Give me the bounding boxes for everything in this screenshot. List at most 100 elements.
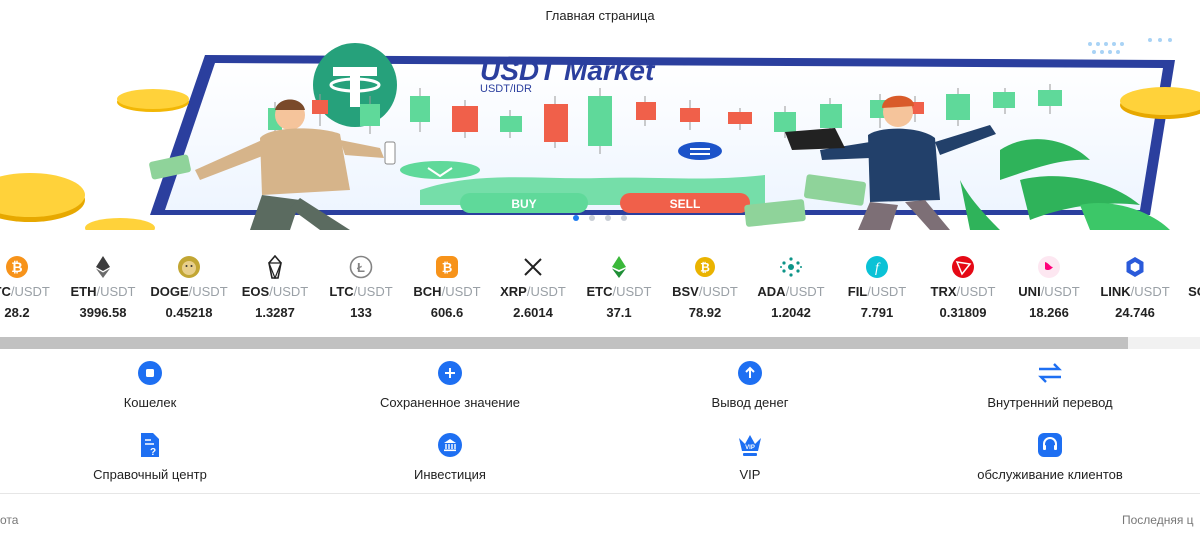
- ticker-price: 0.31809: [939, 305, 987, 320]
- ticker-quote: /USDT: [10, 284, 50, 299]
- ticker-pair: BCH/USDT: [413, 284, 480, 299]
- ticker-base: ADA: [757, 284, 786, 299]
- ticker-base: XRP: [500, 284, 527, 299]
- ticker-scrollbar[interactable]: [0, 337, 1200, 349]
- footer-left-label[interactable]: ота: [0, 513, 19, 527]
- promo-banner[interactable]: USDT Market USDT/IDR BUY: [0, 30, 1200, 230]
- ticker-price: 1.3287: [255, 305, 295, 320]
- quick-action-wallet[interactable]: Кошелек: [0, 360, 300, 432]
- ticker-base: SOL: [1188, 284, 1200, 299]
- scrollbar-thumb[interactable]: [0, 337, 1128, 349]
- svg-text:VIP: VIP: [745, 445, 755, 451]
- ticker-quote: /USDT: [441, 284, 481, 299]
- quick-actions-row: Кошелек Сохраненное значение Вывод денег Вн…: [0, 360, 1200, 432]
- ticker-quote: /USDT: [612, 284, 652, 299]
- ticker-price: 18.266: [1029, 305, 1069, 320]
- withdraw-arrow-icon: [738, 361, 762, 385]
- ticker-price: 1.2042: [771, 305, 811, 320]
- ticker-pair: BTC/USDT: [0, 284, 50, 299]
- banner-buy-label: BUY: [511, 197, 536, 211]
- carousel-dot[interactable]: [573, 215, 579, 221]
- ticker-quote: /USDT: [1040, 284, 1080, 299]
- ethereum-icon: [96, 256, 110, 278]
- litecoin-icon: Ł: [349, 255, 373, 279]
- svg-text:₿: ₿: [442, 260, 453, 275]
- svg-text:₿: ₿: [700, 261, 710, 275]
- page-header: Главная страница: [0, 0, 1200, 30]
- ticker-base: TRX: [930, 284, 957, 299]
- ticker-base: ETH: [70, 284, 97, 299]
- bank-icon: [438, 433, 462, 457]
- quick-action-help-document[interactable]: ? Справочный центр: [0, 432, 300, 504]
- ticker-item[interactable]: SOL/USDT237: [1178, 255, 1200, 327]
- carousel-dot[interactable]: [605, 215, 611, 221]
- filecoin-icon: f: [866, 256, 888, 278]
- illustration-man-right: [785, 95, 996, 230]
- ticker-base: FIL: [847, 284, 868, 299]
- quick-action-label: Сохраненное значение: [379, 395, 521, 410]
- bsv-icon: ₿: [695, 257, 715, 277]
- illustration-man-left: [195, 99, 396, 230]
- quick-action-vip-crown[interactable]: VIP VIP: [600, 432, 900, 504]
- ticker-price: 37.1: [606, 305, 632, 320]
- ticker-base: BSV: [672, 284, 699, 299]
- ticker-price: 2.6014: [513, 305, 553, 320]
- ticker-price: 24.746: [1115, 305, 1155, 320]
- page-title: Главная страница: [545, 7, 655, 23]
- cardano-icon: [780, 257, 802, 277]
- ticker-base: LTC: [329, 284, 354, 299]
- ticker-item[interactable]: ETC/USDT 37.1: [576, 255, 662, 327]
- quick-action-headset[interactable]: обслуживание клиентов: [900, 432, 1200, 504]
- ticker-pair: EOS/USDT: [242, 284, 308, 299]
- ticker-quote: /USDT: [1130, 284, 1170, 299]
- ticker-price: 3996.58: [79, 305, 127, 320]
- transfer-icon: [1038, 363, 1062, 383]
- quick-action-label: Справочный центр: [93, 467, 207, 482]
- ticker-base: DOGE: [150, 284, 189, 299]
- ticker-pair: ETC/USDT: [587, 284, 652, 299]
- ticker-item[interactable]: UNI/USDT 18.266: [1006, 255, 1092, 327]
- headset-icon: [1038, 433, 1062, 457]
- quick-action-deposit-plus[interactable]: Сохраненное значение: [300, 360, 600, 432]
- ticker-quote: /USDT: [96, 284, 136, 299]
- quick-action-label: Внутренний перевод: [987, 395, 1113, 410]
- ticker-item[interactable]: ETH/USDT 3996.58: [60, 255, 146, 327]
- ticker-pair: SOL/USDT: [1188, 284, 1200, 299]
- vip-crown-icon: VIP: [739, 435, 761, 456]
- footer-right-label[interactable]: Последняя ц: [1122, 513, 1194, 527]
- ticker-pair: BSV/USDT: [672, 284, 738, 299]
- ticker-base: BCH: [413, 284, 442, 299]
- help-document-icon: ?: [141, 433, 159, 458]
- ethereum-classic-icon: [612, 256, 626, 278]
- carousel-dot[interactable]: [589, 215, 595, 221]
- quick-action-withdraw-arrow[interactable]: Вывод денег: [600, 360, 900, 432]
- ticker-pair: LINK/USDT: [1100, 284, 1169, 299]
- ticker-base: BTC: [0, 284, 11, 299]
- quick-action-bank[interactable]: Инвестиция: [300, 432, 600, 504]
- ticker-base: ETC: [586, 284, 613, 299]
- chainlink-icon: [1126, 257, 1144, 277]
- tron-icon: [952, 256, 974, 278]
- banner-title: USDT Market: [480, 55, 656, 86]
- ticker-quote: /USDT: [698, 284, 738, 299]
- ticker-item[interactable]: EOS/USDT 1.3287: [232, 255, 318, 327]
- ticker-base: UNI: [1018, 284, 1041, 299]
- ticker-item[interactable]: LINK/USDT 24.746: [1092, 255, 1178, 327]
- carousel-dot[interactable]: [621, 215, 627, 221]
- quick-action-label: VIP: [739, 467, 761, 482]
- quick-action-transfer[interactable]: Внутренний перевод: [900, 360, 1200, 432]
- svg-text:f: f: [875, 261, 881, 276]
- wallet-icon: [138, 361, 162, 385]
- ticker-pair: FIL/USDT: [848, 284, 907, 299]
- ticker-pair: ETH/USDT: [71, 284, 136, 299]
- ticker-quote: /USDT: [269, 284, 309, 299]
